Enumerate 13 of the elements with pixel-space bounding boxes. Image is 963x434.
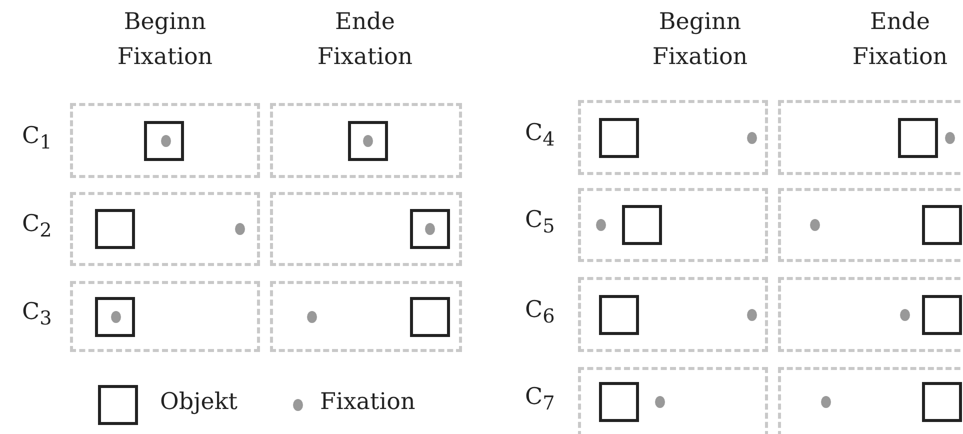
row-label: C$_{2}$ bbox=[22, 211, 52, 242]
column-header: Ende Fixation bbox=[316, 8, 414, 72]
legend-label: Objekt bbox=[160, 389, 238, 415]
row-label: C$_{4}$ bbox=[525, 120, 555, 150]
row-label: C$_{7}$ bbox=[525, 384, 555, 415]
row-label: C$_{1}$ bbox=[22, 122, 52, 154]
row-label: C$_{6}$ bbox=[525, 296, 555, 328]
legend-label: Fixation bbox=[320, 389, 416, 415]
row-label: C$_{3}$ bbox=[22, 298, 52, 330]
column-header: Beginn Fixation bbox=[116, 8, 214, 72]
column-header: Ende Fixation bbox=[851, 8, 949, 72]
column-header: Beginn Fixation bbox=[651, 8, 749, 72]
row-label: C$_{5}$ bbox=[525, 207, 555, 238]
